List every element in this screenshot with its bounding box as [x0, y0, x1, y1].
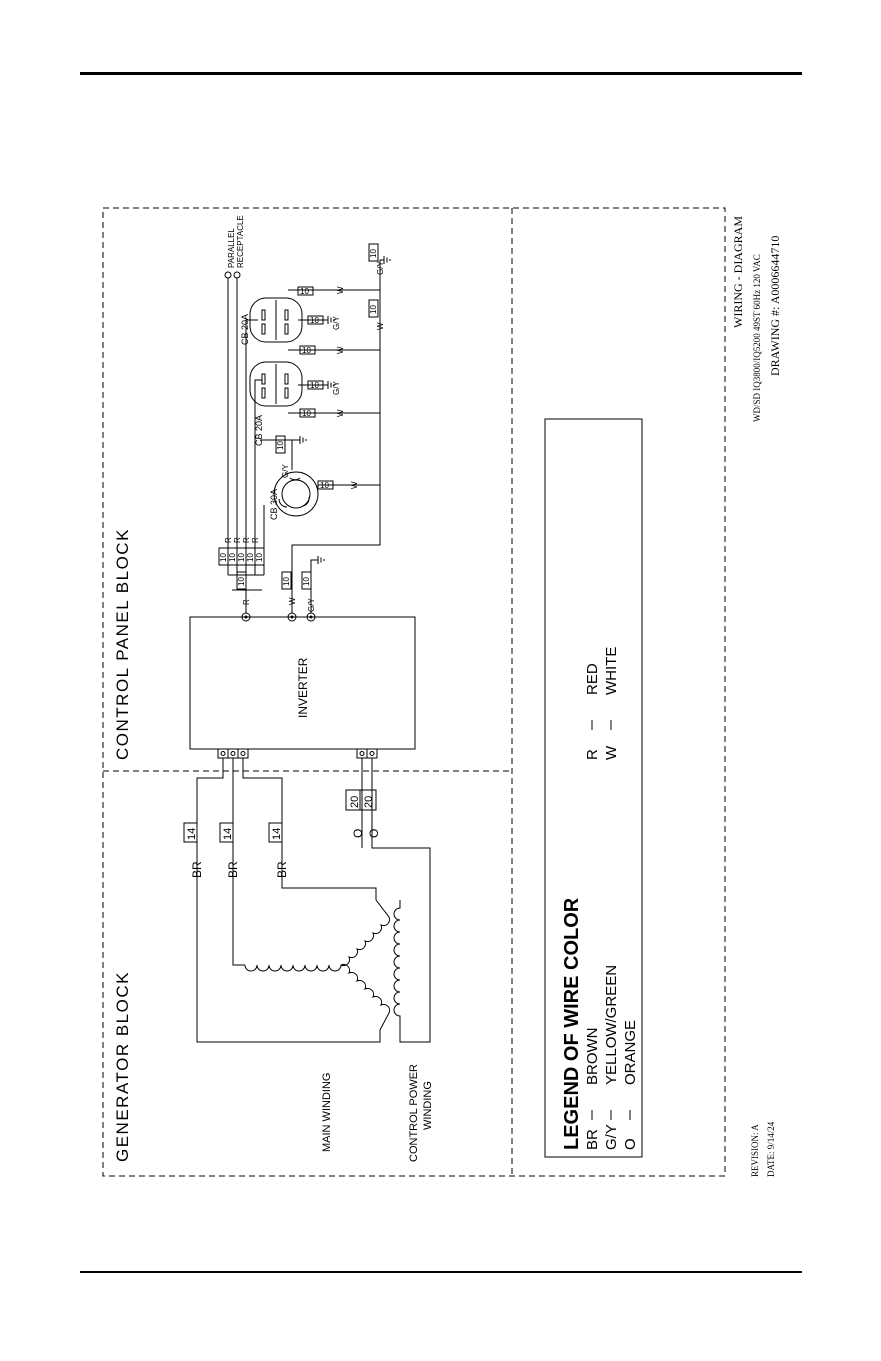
control-power-winding-label-1: CONTROL POWER [408, 1064, 420, 1162]
wire-label-w-inv: W [288, 597, 297, 605]
title-block-title: WIRING - DIAGRAM [731, 216, 745, 328]
wire-label-br-c: BR [275, 861, 289, 878]
gauge-label-10-g: 10 [282, 577, 291, 586]
wire-label-gy-inv: G/Y [307, 598, 316, 612]
title-block-date: DATE: 9/14/24 [766, 1121, 776, 1177]
gauge-label-14-c: 14 [271, 828, 283, 840]
wire-label-w-b: W [336, 409, 345, 417]
top-rule [80, 72, 802, 75]
wire-label-r-inv: R [242, 599, 251, 605]
main-winding-coil [244, 899, 391, 1031]
gauge-label-10-f: 10 [237, 577, 246, 586]
wire-label-w-d: W [336, 286, 345, 294]
inverter-bottom-terminals [217, 748, 378, 759]
outer-frame [102, 207, 726, 1177]
duplex-receptacle-a [249, 297, 303, 343]
gauge-label-10-a: 10 [219, 553, 228, 562]
gauge-label-10-j: 10 [369, 305, 378, 314]
generator-wiring [196, 758, 431, 1043]
wire-label-gy-d: G/Y [376, 261, 385, 275]
twistlock-receptacle [273, 471, 319, 517]
legend-name-w: WHITE [603, 647, 620, 695]
gauge-boxes-control [218, 243, 379, 590]
gauge-label-10-e: 10 [255, 553, 264, 562]
wire-label-w-a: W [350, 481, 359, 489]
title-block-model: WD/SD IQ3800/IQ5200 49ST 60Hz 120 VAC [752, 254, 762, 422]
gauge-label-10-b: 10 [228, 553, 237, 562]
inverter-top-terminal-dots [244, 615, 313, 619]
cb-20a-label-a: CB 20A [254, 415, 264, 446]
wire-labels-generator: BR BR BR O O [190, 829, 381, 878]
gauge-label-10-l: 10 [320, 481, 329, 490]
wire-label-o-a: O [351, 829, 365, 838]
legend-name-gy: YELLOW/GREEN [603, 965, 620, 1085]
legend-name-r: RED [584, 663, 601, 695]
receptacles [249, 297, 319, 517]
gauge-label-20-a: 20 [349, 796, 361, 808]
wire-label-r-d: R [251, 537, 260, 543]
legend-code-w: W [603, 745, 620, 760]
generator-block-title: GENERATOR BLOCK [113, 971, 132, 1162]
wire-label-br-b: BR [226, 861, 240, 878]
cb-20a-label-b: CB 20A [240, 314, 250, 345]
wire-label-gy-c: G/Y [332, 381, 341, 395]
wire-label-gy-b: G/Y [332, 316, 341, 330]
parallel-receptacle-label-2: RECEPTACLE [236, 215, 245, 268]
parallel-receptacle-label-1: PARALLEL [227, 228, 236, 268]
control-power-winding-label-2: WINDING [422, 1081, 434, 1130]
inverter-box [189, 616, 416, 750]
gauge-label-10-c: 10 [237, 553, 246, 562]
wire-label-w-c: W [336, 346, 345, 354]
gauge-label-10-q: 10 [310, 381, 319, 390]
gauge-labels-control: 10 10 10 10 10 10 10 10 10 10 10 10 10 1… [219, 249, 378, 586]
gauge-label-14-a: 14 [186, 828, 198, 840]
control-power-coil [393, 900, 401, 1025]
bottom-rule [80, 1271, 802, 1273]
gauge-label-10-o: 10 [302, 409, 311, 418]
legend-code-o: O [622, 1138, 639, 1150]
control-panel-wiring [227, 259, 384, 613]
gauge-label-10-i: 10 [276, 441, 285, 450]
legend-dashes [591, 720, 631, 1120]
legend-code-r: R [584, 749, 601, 760]
wire-label-r-b: R [233, 537, 242, 543]
wire-label-o-b: O [367, 829, 381, 838]
legend-name-br: BROWN [584, 1028, 601, 1086]
wire-label-r-a: R [224, 537, 233, 543]
title-block-drawing: DRAWING #: A0006644710 [768, 236, 782, 376]
wire-label-w-e: W [376, 322, 385, 330]
duplex-receptacle-b [249, 361, 303, 407]
gauge-label-10-p: 10 [310, 316, 319, 325]
parallel-receptacle-terminals [224, 271, 241, 279]
gauge-label-20-b: 20 [363, 796, 375, 808]
legend-code-gy: G/Y [603, 1124, 620, 1150]
gauge-boxes-generator [183, 789, 377, 843]
legend-rows: BR BROWN G/Y YELLOW/GREEN O ORANGE R RED… [584, 647, 639, 1150]
wire-label-br-a: BR [190, 861, 204, 878]
inverter-label: INVERTER [296, 657, 310, 718]
gauge-label-10-d: 10 [246, 553, 255, 562]
legend-name-o: ORANGE [622, 1020, 639, 1085]
wire-labels-control: R W G/Y R R R R W W W W W G/Y G/Y G/Y G/… [224, 261, 385, 612]
control-panel-block-title: CONTROL PANEL BLOCK [113, 528, 132, 760]
gauge-label-10-h: 10 [302, 577, 311, 586]
main-winding-label: MAIN WINDING [321, 1073, 333, 1152]
legend-title: LEGEND OF WIRE COLOR [561, 897, 583, 1150]
title-block-revision: REVISION: A [750, 1124, 760, 1177]
gauge-label-10-n: 10 [302, 346, 311, 355]
gauge-label-10-k: 10 [369, 249, 378, 258]
block-outlines [102, 207, 726, 1177]
ground-symbols [299, 256, 391, 564]
legend-code-br: BR [584, 1129, 601, 1150]
gauge-labels-generator: 14 14 14 20 20 [186, 796, 375, 840]
gauge-label-14-b: 14 [222, 828, 234, 840]
gauge-label-10-m: 10 [300, 287, 309, 296]
wire-label-r-c: R [242, 537, 251, 543]
cb-30a-label: CB 30A [269, 489, 279, 520]
legend-box [544, 418, 643, 1158]
wire-label-gy-a: G/Y [281, 464, 290, 478]
